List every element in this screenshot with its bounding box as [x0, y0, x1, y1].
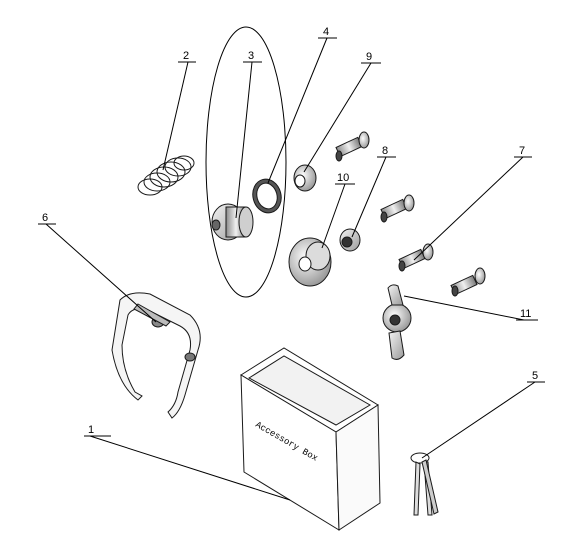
- hub-part: [211, 203, 254, 241]
- callout-6: 6: [42, 212, 48, 224]
- bushing-part: [293, 164, 317, 192]
- group-ellipse: [205, 26, 287, 298]
- pin-part-b: [380, 194, 415, 223]
- keys-part: [410, 452, 439, 516]
- callout-5: 5: [532, 370, 538, 382]
- callout-4: 4: [323, 26, 329, 38]
- callout-11: 11: [520, 308, 531, 320]
- flanged-cone-part: [288, 237, 332, 287]
- callout-3: 3: [248, 50, 254, 62]
- callout-7: 7: [519, 145, 525, 157]
- pin-part-a: [335, 131, 370, 162]
- nut-part: [339, 228, 361, 252]
- callout-10: 10: [337, 172, 349, 184]
- clamp-part: [111, 292, 201, 419]
- ring-part: [252, 178, 282, 214]
- spring-part: [137, 155, 195, 196]
- callout-8: 8: [382, 145, 388, 157]
- callout-9: 9: [366, 51, 372, 63]
- pin-part-d: [450, 267, 486, 297]
- pin-part-c: [398, 243, 434, 272]
- wing-nut-part: [382, 284, 412, 360]
- accessory-box-part: Accessory Box: [240, 347, 381, 531]
- callout-2: 2: [183, 50, 189, 62]
- callout-1: 1: [88, 424, 94, 436]
- leader-lines: [38, 37, 545, 501]
